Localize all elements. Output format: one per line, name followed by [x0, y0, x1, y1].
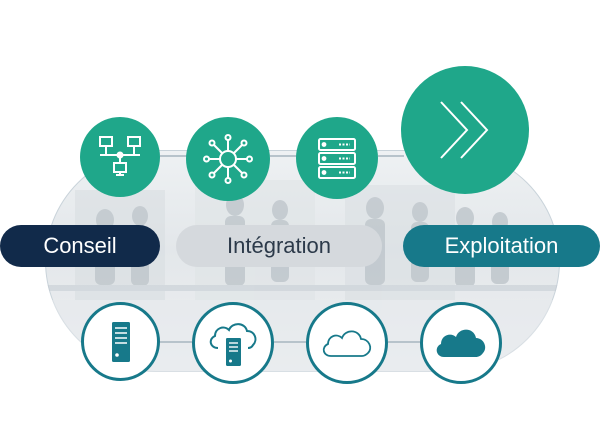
- cloud-outline-node: [306, 302, 388, 384]
- phase-label-integration: Intégration: [227, 233, 331, 258]
- hub-network-icon: [203, 134, 253, 184]
- top-connector-2: [270, 155, 298, 157]
- cloud-filled-icon: [436, 329, 486, 357]
- double-chevron-right-icon: [440, 101, 489, 159]
- cloud-outline-icon: [322, 330, 372, 357]
- server-tower-icon: [111, 321, 130, 362]
- top-connector-1: [160, 155, 188, 157]
- top-connector-3: [378, 155, 404, 157]
- phase-label-exploitation: Exploitation: [444, 233, 559, 258]
- cloud-filled-node: [420, 302, 502, 384]
- phase-label-conseil: Conseil: [43, 233, 117, 258]
- exploitation-node: [401, 66, 529, 194]
- bottom-connector-1: [160, 341, 192, 343]
- bottom-connector-3: [388, 341, 420, 343]
- bottom-connector-2: [274, 341, 306, 343]
- server-node: [296, 117, 378, 199]
- phase-pill-exploitation: Exploitation: [403, 225, 600, 267]
- phase-pill-integration: Intégration: [176, 225, 382, 267]
- cloud-server-node: [192, 302, 274, 384]
- phase-pill-conseil: Conseil: [0, 225, 160, 267]
- cloud-server-icon: [209, 323, 257, 366]
- server-rack-icon: [318, 138, 356, 179]
- network-node: [80, 117, 160, 197]
- hub-node: [186, 117, 270, 201]
- network-topology-icon: [99, 136, 141, 176]
- server-tower-node: [81, 302, 160, 381]
